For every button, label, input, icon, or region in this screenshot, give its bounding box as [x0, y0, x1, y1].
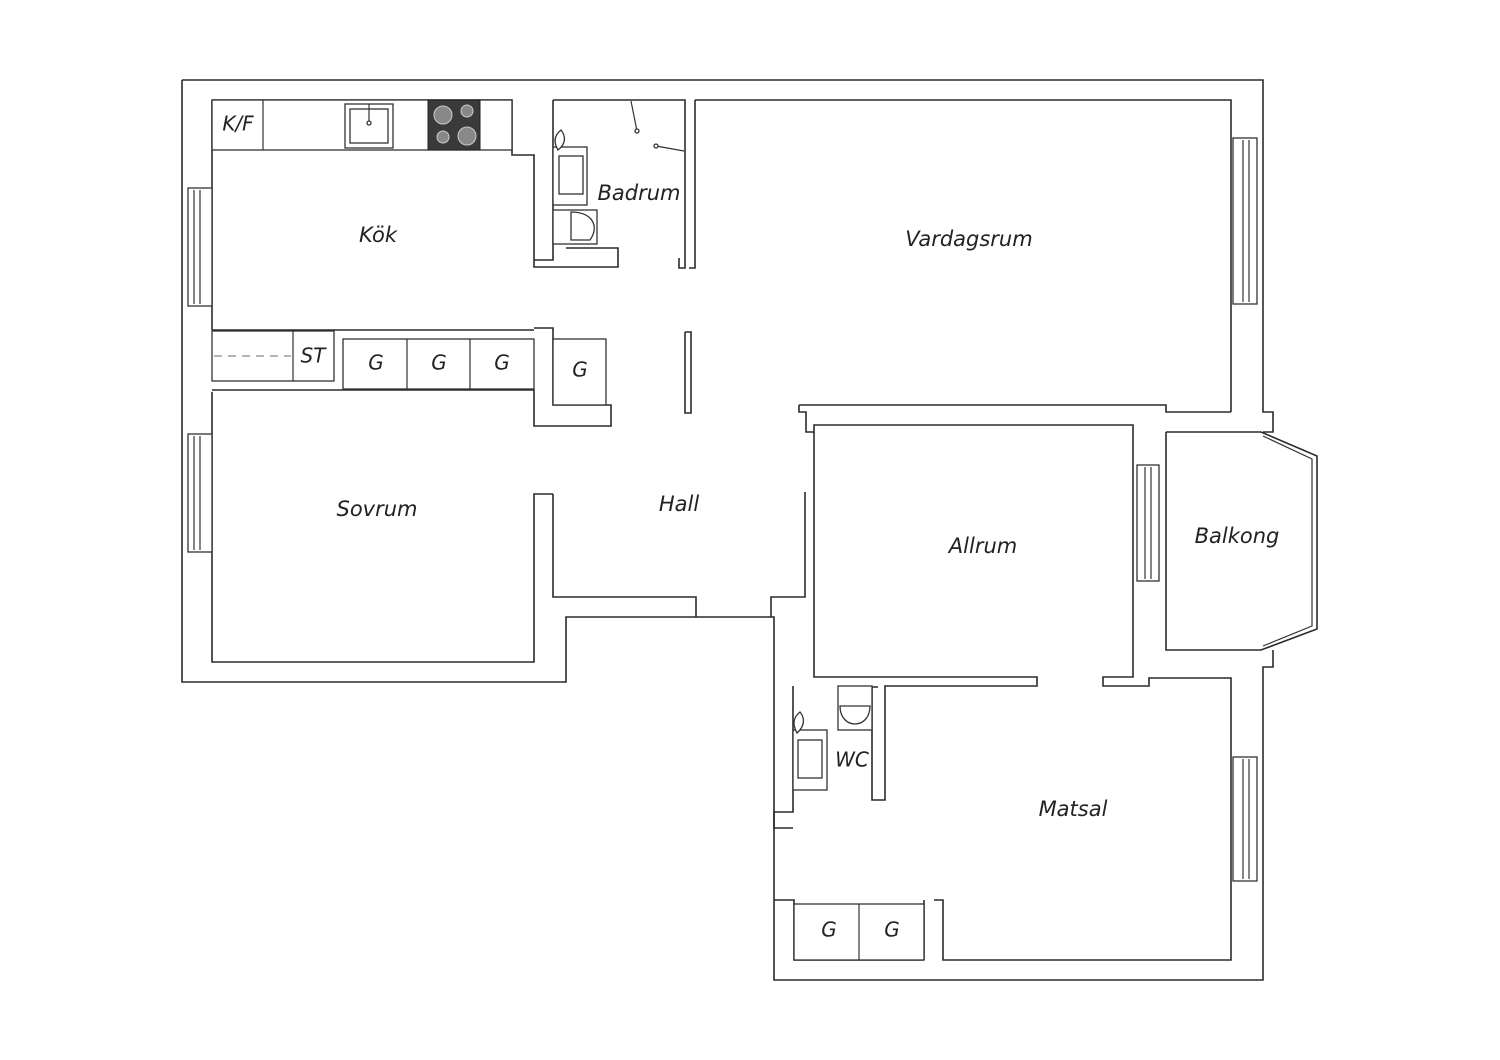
- fixture-label-g1: G: [368, 351, 384, 375]
- hall-walls: [212, 327, 1232, 961]
- fixture-label-st: ST: [301, 344, 328, 368]
- kitchen-counter: [211, 99, 513, 151]
- fixture-label-g6: G: [884, 918, 900, 942]
- fixture-label-kf: K/F: [222, 112, 254, 136]
- room-label-badrum: Badrum: [597, 181, 680, 205]
- window-matsal: [1232, 756, 1258, 882]
- bathroom-fixtures: [552, 100, 685, 245]
- room-label-kok: Kök: [359, 223, 398, 247]
- wc-fixtures: [792, 685, 873, 791]
- fixture-labels: K/F ST G G G G G G: [222, 112, 899, 942]
- balcony-structure: [1165, 431, 1318, 651]
- storage: [211, 330, 925, 961]
- room-label-allrum: Allrum: [947, 534, 1017, 558]
- room-label-balkong: Balkong: [1195, 524, 1280, 548]
- room-label-sovrum: Sovrum: [336, 497, 417, 521]
- fixture-label-g3: G: [494, 351, 510, 375]
- tap-icon: [554, 129, 566, 151]
- room-label-hall: Hall: [659, 492, 699, 516]
- window-allrum: [1136, 464, 1160, 582]
- wc-tap-icon: [793, 711, 805, 735]
- windows: [187, 137, 1258, 882]
- fixture-label-g4: G: [572, 358, 588, 382]
- room-labels: Kök Badrum Vardagsrum Sovrum Hall Allrum…: [336, 181, 1279, 821]
- fixture-label-g5: G: [821, 918, 837, 942]
- room-label-matsal: Matsal: [1039, 797, 1108, 821]
- room-label-vardagsrum: Vardagsrum: [905, 227, 1032, 251]
- fixture-label-g2: G: [431, 351, 447, 375]
- outer-walls: [181, 79, 1274, 981]
- window-vardagsrum: [1232, 137, 1258, 305]
- room-label-wc: WC: [835, 748, 869, 772]
